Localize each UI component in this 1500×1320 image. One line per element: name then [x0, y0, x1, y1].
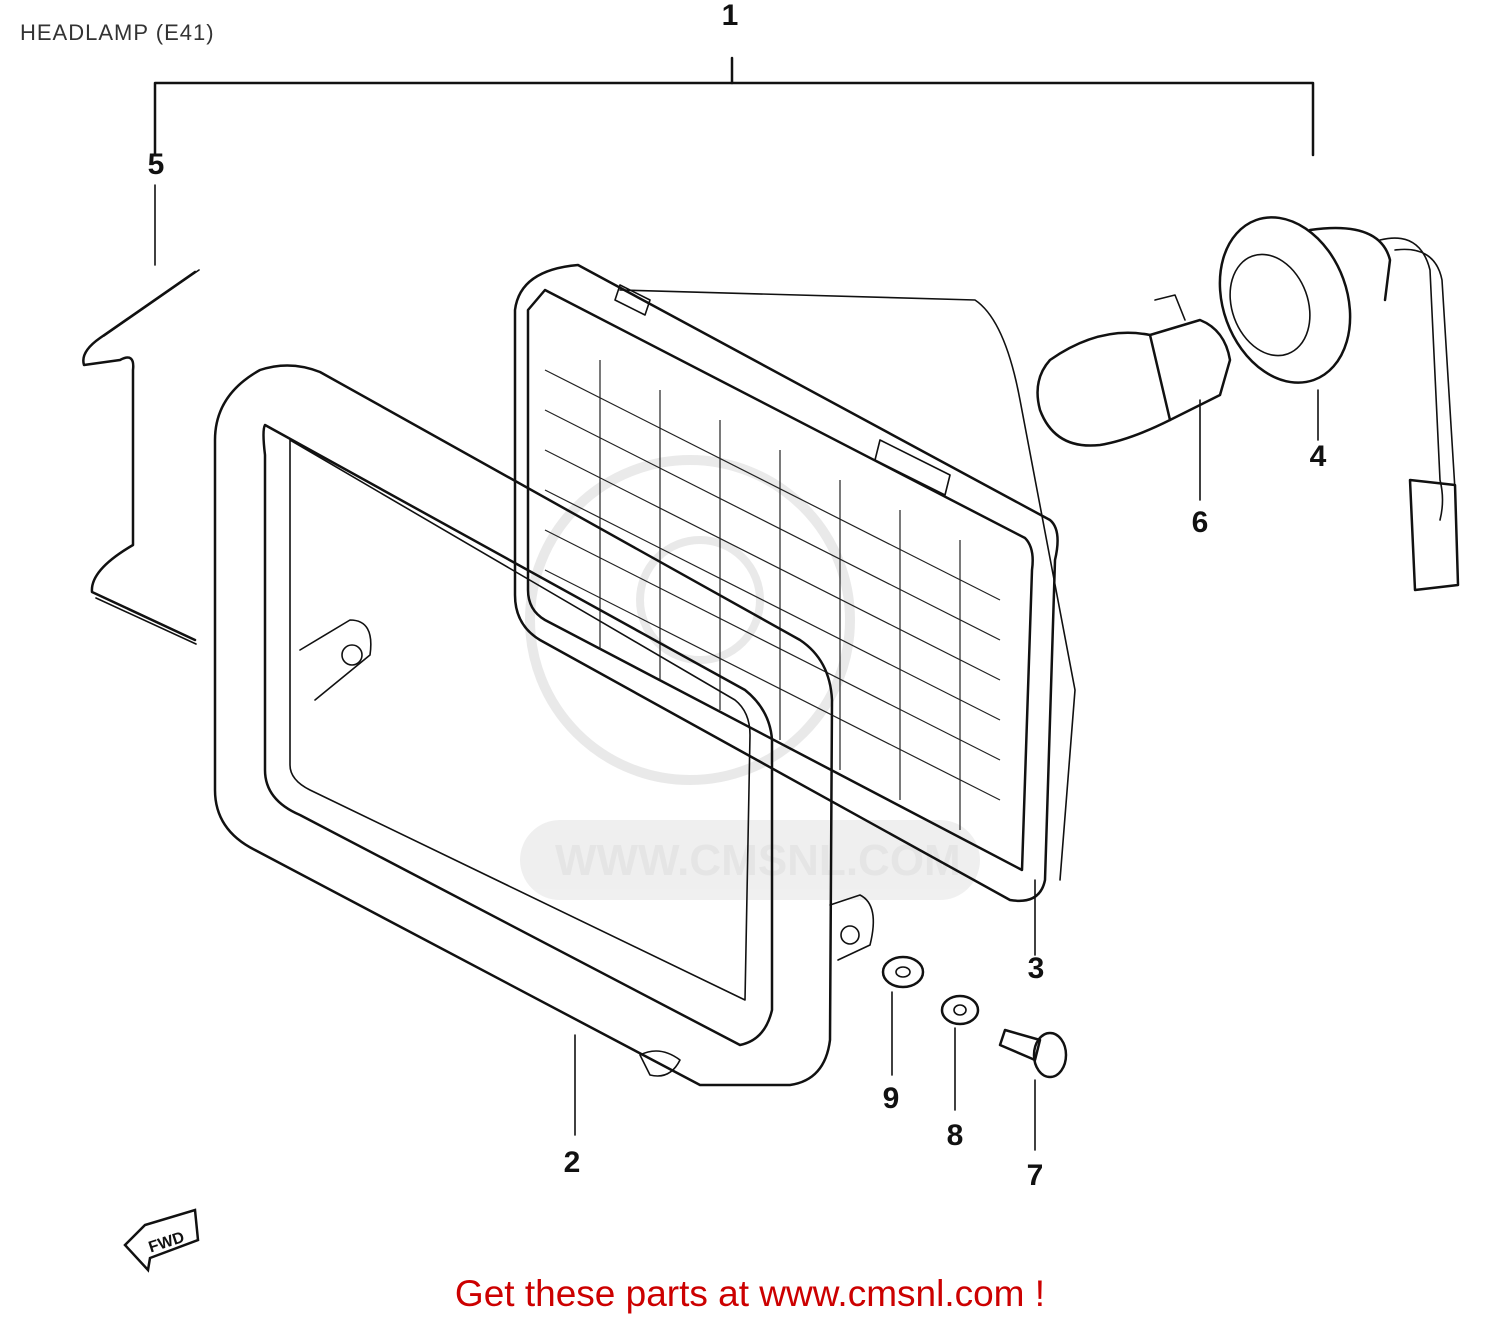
callout-8: 8 [947, 1119, 964, 1152]
cta-link[interactable]: Get these parts at www.cmsnl.com ! [454, 1273, 1046, 1314]
watermark: WWW.CMSNL.COM [520, 455, 980, 900]
page-title: HEADLAMP (E41) [20, 20, 215, 45]
callout-7: 7 [1027, 1159, 1044, 1192]
callout-3: 3 [1028, 952, 1045, 985]
callout-6: 6 [1192, 506, 1209, 539]
washer-part [881, 955, 925, 1076]
headlamp-unit-part [513, 263, 1076, 956]
socket-part [1218, 216, 1460, 592]
fwd-arrow-icon: FWD [123, 1208, 200, 1273]
bulb-part [1036, 294, 1232, 501]
callout-2: 2 [564, 1146, 581, 1179]
assembly-bracket [153, 56, 1315, 157]
headlamp-rim-part [213, 364, 875, 1136]
spring-wire-part [82, 184, 200, 645]
callout-5: 5 [148, 148, 165, 181]
lock-washer-part [940, 994, 980, 1111]
screw-part [998, 1028, 1068, 1151]
watermark-text: WWW.CMSNL.COM [555, 836, 961, 885]
callout-1: 1 [722, 0, 739, 32]
callout-9: 9 [883, 1082, 900, 1115]
callout-4: 4 [1310, 440, 1327, 473]
